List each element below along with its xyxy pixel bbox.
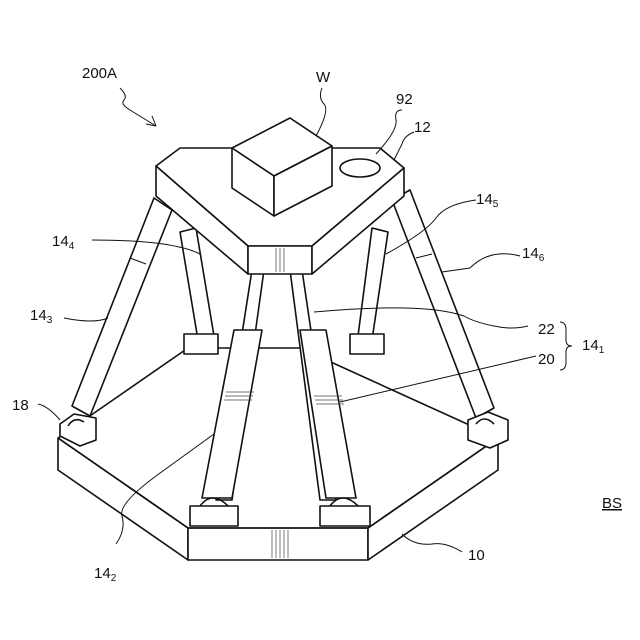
strut-6 bbox=[392, 190, 494, 418]
label-strut-4: 144 bbox=[52, 233, 75, 252]
base-plate bbox=[58, 348, 498, 560]
label-strut-1: 141 bbox=[582, 337, 605, 356]
label-upper-part: 22 bbox=[538, 321, 555, 338]
label-top-plate: 12 bbox=[414, 119, 431, 136]
label-base: 10 bbox=[468, 547, 485, 564]
label-base-system: BS bbox=[602, 495, 622, 512]
strut-3 bbox=[72, 198, 172, 416]
label-joint: 18 bbox=[12, 397, 29, 414]
strut-5 bbox=[350, 228, 388, 354]
label-lower-part: 20 bbox=[538, 351, 555, 368]
joint-left bbox=[60, 414, 96, 446]
label-assembly: 200A bbox=[82, 65, 117, 82]
label-workpiece: W bbox=[316, 69, 331, 86]
label-marker: 92 bbox=[396, 91, 413, 108]
label-strut-5: 145 bbox=[476, 191, 499, 210]
strut-4 bbox=[180, 228, 218, 354]
joint-right bbox=[468, 412, 508, 448]
label-strut-2: 142 bbox=[94, 565, 117, 584]
label-strut-3: 143 bbox=[30, 307, 53, 326]
label-strut-6: 146 bbox=[522, 245, 545, 264]
